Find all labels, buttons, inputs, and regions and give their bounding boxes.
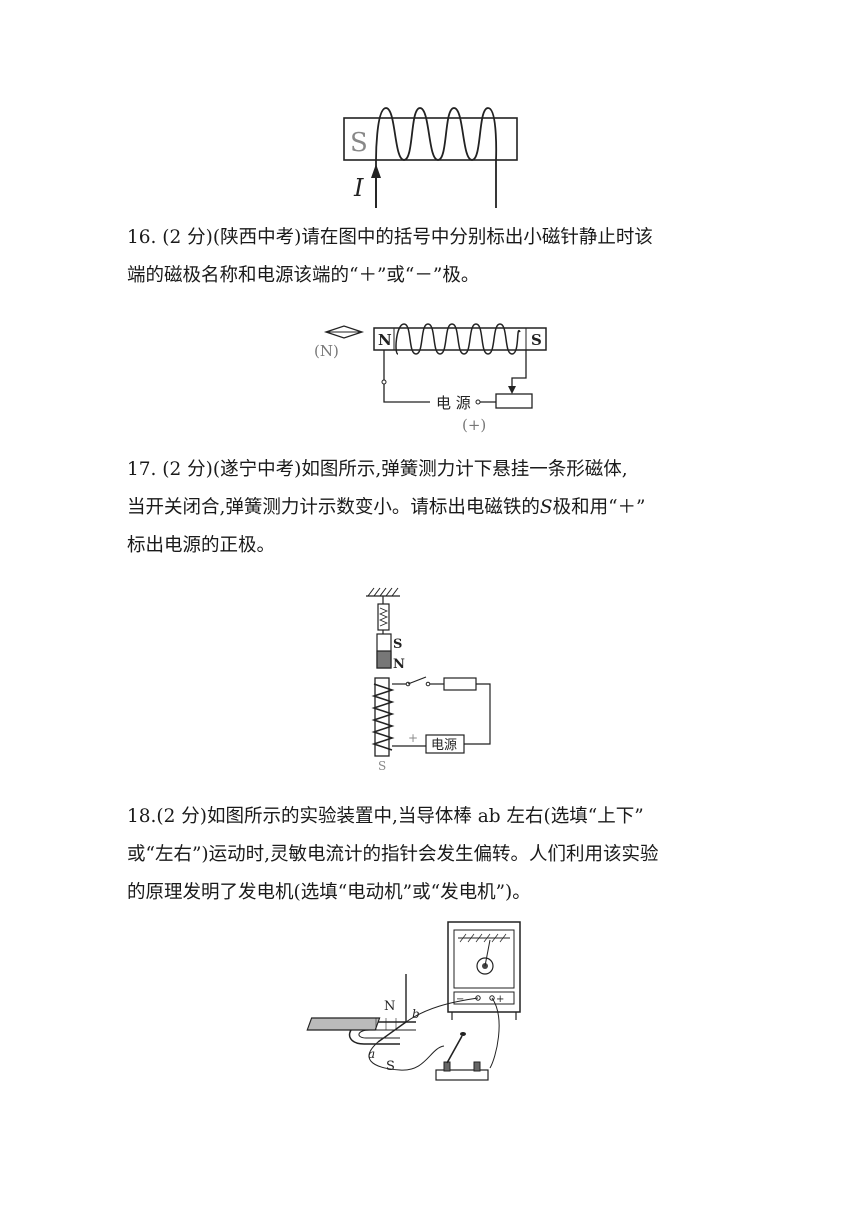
q18-line-3: 的原理发明了发电机(选填“电动机”或“发电机”)。	[127, 882, 531, 903]
q18-line-1: 18.(2 分)如图所示的实验装置中,当导体棒 ab 左右(选填“上下”	[127, 806, 644, 827]
q18-line-2: 或“左右”)运动时,灵敏电流计的指针会发生偏转。人们利用该实验	[127, 844, 659, 865]
figure-solenoid-15: S I	[330, 100, 530, 210]
pole-s: S	[386, 1059, 395, 1074]
minus-terminal: −	[456, 994, 464, 1005]
label-a: a	[368, 1047, 375, 1061]
current-arrow-icon	[371, 164, 381, 178]
power-box	[425, 734, 465, 754]
magnet-pole-s: S	[393, 637, 402, 652]
figure-generator-18: − + N S b a	[306, 918, 530, 1098]
answer-needle-pole: (N)	[314, 342, 339, 360]
question-18: 18.(2 分)如图所示的实验装置中,当导体棒 ab 左右(选填“上下” 或“左…	[127, 798, 743, 912]
figure-solenoid-16: (N) N S 电 源 (+)	[310, 318, 560, 438]
rheostat	[495, 393, 533, 409]
pole-n: N	[384, 999, 395, 1014]
pole-label-n: N	[378, 331, 392, 349]
answer-s: S	[378, 759, 386, 773]
power-label: 电 源	[436, 394, 471, 412]
q17-line-1: 17. (2 分)(遂宁中考)如图所示,弹簧测力计下悬挂一条形磁体,	[127, 459, 628, 480]
horseshoe-magnet-icon	[306, 1017, 416, 1045]
italic-s: S	[539, 497, 553, 518]
q16-line-1: 16. (2 分)(陕西中考)请在图中的括号中分别标出小磁针静止时该	[127, 227, 653, 248]
question-17: 17. (2 分)(遂宁中考)如图所示,弹簧测力计下悬挂一条形磁体, 当开关闭合…	[127, 451, 743, 565]
label-b: b	[412, 1007, 420, 1021]
plus-terminal: +	[496, 994, 504, 1005]
galvanometer-icon: − +	[447, 921, 521, 1020]
coil-windings	[375, 107, 498, 208]
knife-switch-icon	[435, 1032, 489, 1081]
magnet-pole-n: N	[393, 657, 405, 672]
pole-label-s: S	[531, 331, 542, 349]
coil-windings	[371, 683, 395, 751]
current-label: I	[353, 174, 364, 202]
q16-line-2: 端的磁极名称和电源该端的“＋”或“－”极。	[127, 265, 480, 286]
resistor	[443, 677, 477, 691]
answer-power-pole: (+)	[462, 416, 486, 434]
question-16: 16. (2 分)(陕西中考)请在图中的括号中分别标出小磁针静止时该 端的磁极名…	[127, 219, 743, 295]
pole-label-s: S	[350, 128, 368, 158]
switch-icon	[407, 676, 427, 685]
power-label: 电源	[431, 738, 457, 753]
answer-plus: +	[408, 731, 418, 745]
q17-line-3: 标出电源的正极。	[127, 535, 276, 556]
figure-spring-balance-17: S N 电源 + S	[360, 584, 510, 774]
coil-windings	[395, 323, 521, 355]
q17-line-2: 当开关闭合,弹簧测力计示数变小。请标出电磁铁的S极和用“＋”	[127, 497, 646, 518]
